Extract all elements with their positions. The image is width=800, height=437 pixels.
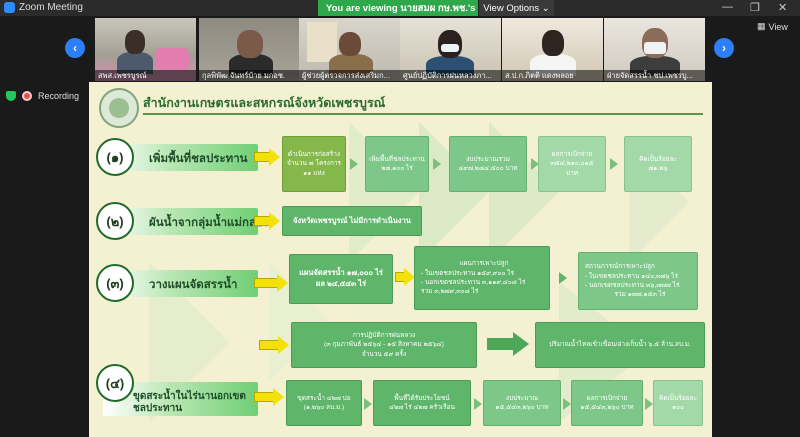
ministry-seal-logo xyxy=(99,88,139,128)
chevron-left-icon[interactable]: ‹ xyxy=(65,38,85,58)
arrow-right-icon xyxy=(395,268,415,286)
participant-name: ศูนย์ปฏิบัติการฝนหลวงภา... xyxy=(400,70,501,81)
row-label-text: ขุดสระน้ำในไร่นานอกเขตชลประทาน xyxy=(133,391,246,414)
row-label-text: เพิ่มพื้นที่ชลประทาน xyxy=(149,153,248,165)
info-box: ผลการเบิกจ่าย๑๕,๕๔๓,๒๖๐ บาท xyxy=(571,380,643,426)
viewing-banner: You are viewing นายสมผ กษ.พช.'s screen xyxy=(318,0,517,16)
info-box: แผนจัดสรรน้ำ ๑๗,๐๐๐ ไร่ผล ๒๔,๕๔๓ ไร่ xyxy=(289,254,393,304)
participant-name: ส.ป.ก.ภิตติ แดงพลอย xyxy=(502,70,603,81)
window-title: Zoom Meeting xyxy=(19,2,83,13)
row-number-1: (๑) xyxy=(96,138,134,176)
view-options-label: View Options xyxy=(483,2,540,14)
info-box: ปริมาณน้ำไหลเข้าเขื่อน/อ่างเก็บน้ำ ๖.๕ ล… xyxy=(535,322,705,368)
chevron-right-icon xyxy=(433,158,441,170)
info-box: ดำเนินการก่อสร้างจำนวน ๗ โครงการ๑๑ แห่ง xyxy=(282,136,346,192)
participant-tile[interactable]: ฝ่ายจัดสรรน้ำ ชป.เพชรบู... xyxy=(604,18,705,81)
info-box: สถานการณ์การเพาะปลูก- ในเขตชลประทาน ๑๔๐,… xyxy=(578,252,698,310)
window-titlebar: Zoom Meeting You are viewing นายสมผ กษ.พ… xyxy=(0,0,800,16)
participant-name: กุลพิพัฒ จันทร์บ้าย มกอช. xyxy=(199,70,300,81)
chevron-right-icon xyxy=(350,158,358,170)
participant-tile[interactable]: กุลพิพัฒ จันทร์บ้าย มกอช. xyxy=(199,18,300,81)
row-label-text: วางแผนจัดสรรน้ำ xyxy=(149,279,238,291)
row-number-3: (๓) xyxy=(96,264,134,302)
chevron-right-icon xyxy=(474,398,482,410)
close-icon[interactable]: ✕ xyxy=(778,2,788,14)
chevron-right-icon xyxy=(559,272,567,284)
chevron-down-icon: ⌄ xyxy=(541,2,550,14)
participant-name: ฝ่ายจัดสรรน้ำ ชป.เพชรบู... xyxy=(604,70,705,81)
arrow-right-icon xyxy=(254,274,288,292)
info-box: งบประมาณ๑๕,๕๔๓,๒๖๐ บาท xyxy=(483,380,561,426)
info-box: ผลการเบิกจ่าย๓๕๔,๒๑๐,๐๑๕บาท xyxy=(538,136,606,192)
arrow-right-icon xyxy=(259,336,289,354)
participant-name: สพส.เพชรบูรณ์ xyxy=(95,70,196,81)
participant-name: ผู้ช่วยผู้ตรวจการส่งเสริมก... xyxy=(299,70,400,81)
chevron-right-icon[interactable]: › xyxy=(714,38,734,58)
info-box: การปฏิบัติการฝนหลวง(๓ กุมภาพันธ์ ๒๕๖๔ - … xyxy=(291,322,477,368)
arrow-right-icon xyxy=(487,332,529,356)
slide-title: สำนักงานเกษตรและสหกรณ์จังหวัดเพชรบูรณ์ xyxy=(143,96,386,110)
arrow-right-icon xyxy=(254,212,280,230)
view-button-label: View xyxy=(768,21,788,32)
minimize-icon[interactable]: — xyxy=(722,1,733,13)
chevron-right-icon xyxy=(645,398,653,410)
info-box: ขุดสระน้ำ ๔๒๗ บ่อ(๑,๒๖๐ ลบ.ม.) xyxy=(286,380,362,426)
recording-label: Recording xyxy=(38,91,80,101)
arrow-right-icon xyxy=(254,388,284,406)
row-number-4: (๔) xyxy=(96,364,134,402)
chevron-right-icon xyxy=(563,398,571,410)
view-options-button[interactable]: View Options ⌄ xyxy=(478,0,554,16)
row-number-2: (๒) xyxy=(96,202,134,240)
info-box: คิดเป็นร้อยละ๑๐๐ xyxy=(653,380,703,426)
chevron-right-icon xyxy=(364,398,372,410)
shield-icon xyxy=(6,91,16,101)
recording-indicator[interactable]: Recording xyxy=(6,91,79,101)
info-box: จังหวัดเพชรบูรณ์ ไม่มีการดำเนินงาน xyxy=(282,206,422,236)
chevron-right-icon xyxy=(531,158,539,170)
info-box: เพิ่มพื้นที่ชลประทาน๒๗,๑๐๐ ไร่ xyxy=(365,136,429,192)
app-title: Zoom Meeting xyxy=(4,2,83,13)
info-box: งบประมาณรวม๔๙๗,๒๘๔,๕๐๐ บาท xyxy=(449,136,527,192)
view-button[interactable]: ▦ View xyxy=(757,21,788,32)
participant-tile[interactable]: ส.ป.ก.ภิตติ แดงพลอย xyxy=(502,18,603,81)
maximize-icon[interactable]: ❐ xyxy=(750,2,760,14)
grid-view-icon: ▦ xyxy=(757,21,766,31)
info-box: คิดเป็นร้อยละ๗๑.๒๖ xyxy=(624,136,692,192)
chevron-right-icon xyxy=(610,158,618,170)
record-icon xyxy=(22,91,32,101)
info-box: พื้นที่ได้รับประโยชน์๔๒๗ ไร่ ๔๒๗ ครัวเรื… xyxy=(373,380,471,426)
row-label-text: ผันน้ำจากลุ่มน้ำแม่กลอง xyxy=(149,217,269,229)
info-box: แผนการเพาะปลูก- ในเขตชลประทาน ๑๕๙,๙๐๐ ไร… xyxy=(414,246,550,310)
participant-tile[interactable]: ศูนย์ปฏิบัติการฝนหลวงภา... xyxy=(400,18,501,81)
participant-tile[interactable]: ผู้ช่วยผู้ตรวจการส่งเสริมก... xyxy=(299,18,400,81)
shared-slide: สำนักงานเกษตรและสหกรณ์จังหวัดเพชรบูรณ์ เ… xyxy=(89,82,712,437)
participant-tile[interactable]: สพส.เพชรบูรณ์ xyxy=(95,18,196,81)
participant-gallery: ‹ สพส.เพชรบูรณ์ กุลพิพัฒ จันทร์บ้าย มกอช… xyxy=(0,16,800,82)
title-divider xyxy=(143,113,703,115)
zoom-logo-icon xyxy=(4,2,15,13)
arrow-right-icon xyxy=(254,148,280,166)
